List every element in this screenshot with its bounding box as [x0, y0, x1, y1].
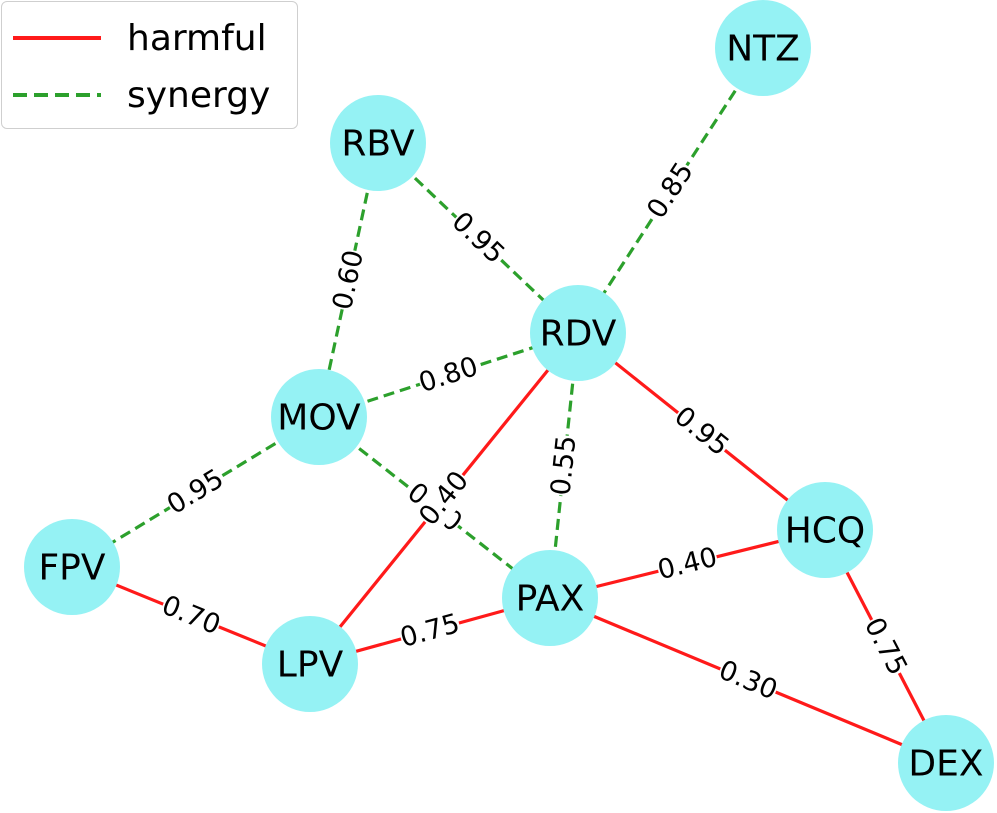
node-pax: PAX	[502, 550, 598, 646]
node-label: RBV	[341, 124, 415, 165]
node-circle	[262, 616, 358, 712]
node-rbv: RBV	[330, 95, 426, 191]
node-circle	[502, 550, 598, 646]
edge-weight-label-background	[396, 606, 464, 656]
legend-synergy-label: synergy	[127, 75, 270, 116]
edge-weight-label-group: 0.30	[713, 653, 783, 708]
edge-weight-label-group: 0.75	[856, 612, 915, 681]
edges-layer	[71, 47, 948, 765]
node-circle	[715, 0, 811, 96]
edge-weight-label: 0.85	[641, 157, 700, 224]
node-label: DEX	[908, 744, 983, 785]
edge-weight-label: 0.95	[162, 463, 229, 521]
edge-weight-label-group: 0.40	[654, 540, 721, 588]
edge-weight-label-group: 0.85	[639, 156, 702, 225]
edge-weight-label-group: 0.70	[156, 588, 226, 643]
node-mov: MOV	[271, 369, 367, 465]
node-circle	[530, 285, 626, 381]
edge-weight-label-background	[411, 464, 477, 533]
edge-weight-label: 0.60	[327, 247, 370, 312]
edge-weight-label-background	[156, 588, 226, 643]
edge-weight-label-background	[639, 156, 702, 225]
edge-weight-label: 0.75	[397, 608, 463, 654]
node-label: FPV	[38, 548, 105, 589]
node-fpv: FPV	[24, 519, 120, 615]
edge-ntz-rdv	[576, 47, 765, 334]
node-circle	[24, 519, 120, 615]
node-ntz: NTZ	[715, 0, 811, 96]
edge-weight-label-group: 0.80	[414, 349, 483, 401]
node-label: NTZ	[726, 29, 800, 70]
node-label: RDV	[540, 314, 617, 355]
legend-graphics: harmful synergy	[13, 18, 270, 116]
node-hcq: HCQ	[777, 482, 873, 578]
edge-weight-label-background	[713, 653, 783, 708]
edge-weight-label-group: 0.55	[543, 433, 585, 498]
edge-weight-label-group: 0.95	[161, 461, 230, 523]
edge-weight-label-group: 0.95	[667, 399, 736, 464]
edge-weight-label-background	[161, 461, 230, 523]
legend-harmful-label: harmful	[127, 18, 267, 59]
edge-weight-label: 0.55	[545, 434, 582, 497]
node-label: HCQ	[785, 511, 866, 552]
node-dex: DEX	[898, 715, 994, 811]
edge-weight-label-background	[543, 433, 585, 498]
edge-weight-label-background	[667, 399, 736, 464]
nodes-layer: NTZ RBV RDV MOV HCQ FPV PAX LPV DEX	[24, 0, 994, 811]
edge-weight-label-background	[325, 247, 372, 313]
edge-weight-label: 0.40	[655, 542, 721, 587]
edge-weight-label-background	[654, 540, 721, 588]
node-label: MOV	[277, 398, 361, 439]
node-circle	[330, 95, 426, 191]
edge-labels-layer: 0.850.950.600.800.950.900.550.400.950.70…	[156, 156, 915, 708]
edge-weight-label-background	[414, 349, 483, 401]
edge-weight-label-background	[856, 612, 915, 681]
node-circle	[271, 369, 367, 465]
legend: harmful synergy	[1, 1, 298, 129]
node-lpv: LPV	[262, 616, 358, 712]
edge-weight-label-group: 0.60	[325, 247, 372, 313]
node-label: PAX	[516, 579, 585, 620]
edge-weight-label-background	[444, 205, 512, 271]
node-label: LPV	[277, 645, 344, 686]
node-circle	[898, 715, 994, 811]
edge-weight-label: 0.75	[858, 613, 913, 681]
node-circle	[777, 482, 873, 578]
node-rdv: RDV	[530, 285, 626, 381]
edge-weight-label-group: 0.75	[396, 606, 464, 656]
